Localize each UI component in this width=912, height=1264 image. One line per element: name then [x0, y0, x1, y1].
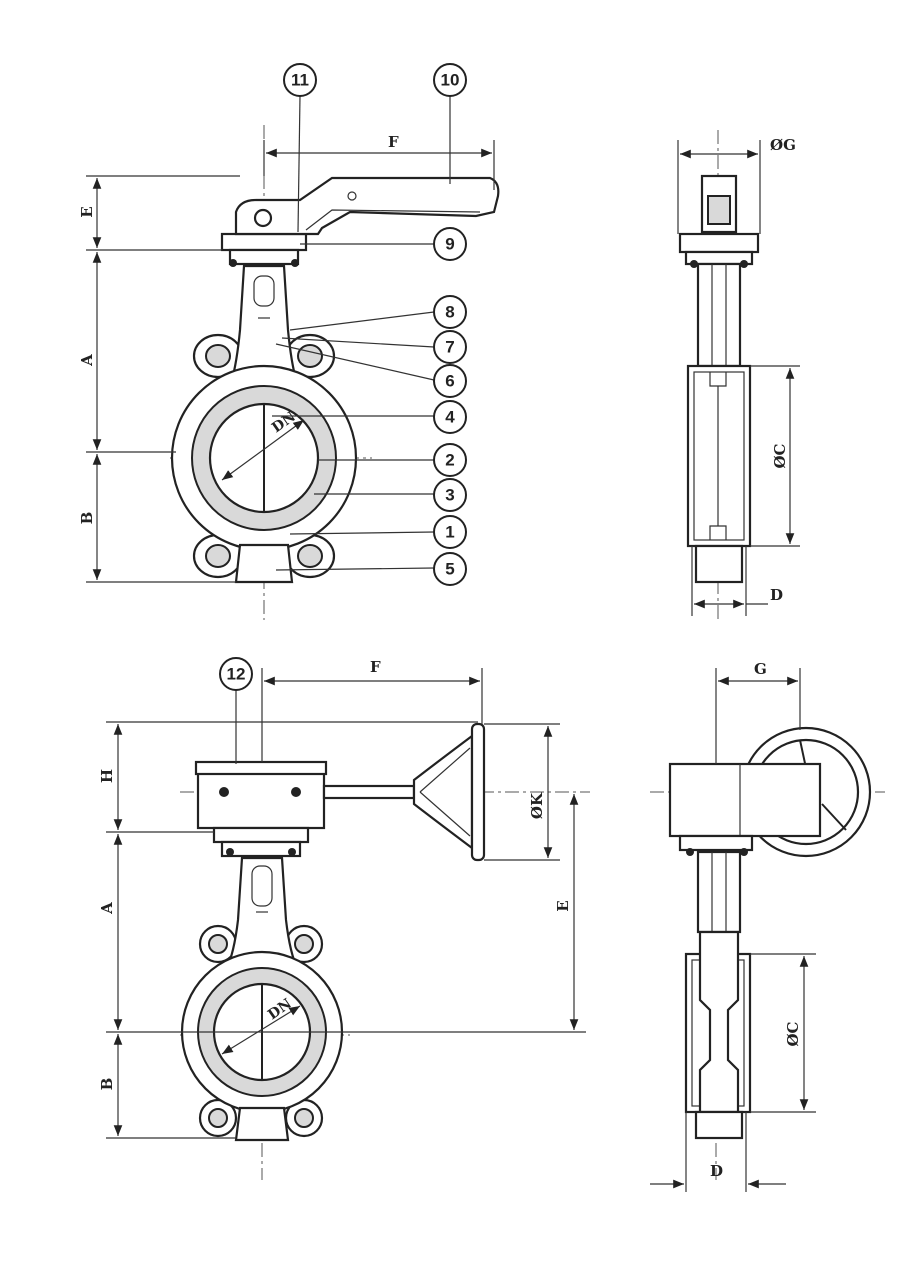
svg-text:11: 11 — [291, 71, 309, 90]
dim-g-label: G — [754, 660, 767, 678]
lever-valve-front-view: DN F E A B — [78, 63, 500, 620]
callout-7: 7 — [433, 330, 467, 364]
dim-ok-label: ØK — [528, 792, 546, 819]
dim-f-label: F — [388, 133, 399, 151]
svg-text:4: 4 — [445, 408, 455, 427]
dim-e-label: E — [78, 206, 96, 217]
callout-3: 3 — [433, 478, 467, 512]
svg-text:1: 1 — [445, 523, 454, 542]
callout-2: 2 — [433, 443, 467, 477]
svg-text:3: 3 — [445, 486, 454, 505]
svg-text:7: 7 — [445, 338, 454, 357]
callout-5: 5 — [433, 552, 467, 586]
svg-text:12: 12 — [227, 665, 246, 684]
svg-text:2: 2 — [445, 451, 454, 470]
callout-11: 11 — [283, 63, 317, 97]
gear-valve-side-view: G ØC D — [650, 660, 885, 1192]
gear-valve-front-view: DN F H A B ØK — [98, 657, 590, 1180]
lever-valve-side-view: ØG ØC D — [677, 130, 800, 620]
dim-oc2-label: ØC — [784, 1021, 802, 1046]
svg-text:8: 8 — [445, 303, 454, 322]
dim-d2-label: D — [710, 1162, 723, 1180]
dim-a2-label: A — [98, 902, 116, 915]
dim-d-label: D — [770, 586, 783, 604]
dim-f2-label: F — [370, 658, 381, 676]
dim-e2-label: E — [554, 900, 572, 911]
svg-text:5: 5 — [445, 560, 454, 579]
dim-b-label: B — [78, 512, 96, 525]
callout-10: 10 — [433, 63, 467, 97]
callout-12: 12 — [219, 657, 253, 691]
svg-text:6: 6 — [445, 372, 454, 391]
dim-a-label: A — [78, 354, 96, 367]
dim-oc-label: ØC — [771, 443, 789, 468]
callout-8: 8 — [433, 295, 467, 329]
dim-h-label: H — [98, 769, 116, 783]
callout-4: 4 — [433, 400, 467, 434]
callout-1: 1 — [433, 515, 467, 549]
svg-text:10: 10 — [441, 71, 460, 90]
dim-og-label: ØG — [770, 136, 796, 154]
svg-text:9: 9 — [445, 235, 454, 254]
callout-6: 6 — [433, 364, 467, 398]
dim-b2-label: B — [98, 1078, 116, 1091]
callout-9: 9 — [433, 227, 467, 261]
